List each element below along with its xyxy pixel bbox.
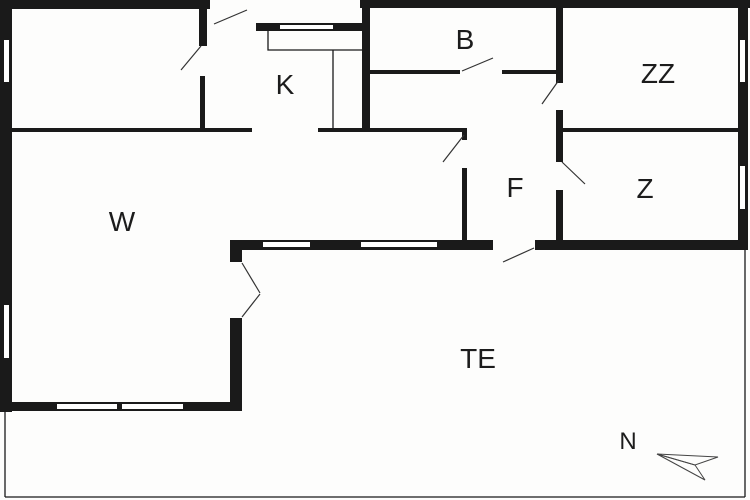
room-label-k: K <box>275 69 295 100</box>
windows <box>4 25 745 409</box>
room-label-b: B <box>455 24 475 55</box>
room-label-zz: ZZ <box>640 58 676 89</box>
compass-north-label: N <box>619 428 637 455</box>
compass-arrow-icon <box>656 453 719 481</box>
room-label-z: Z <box>636 173 654 204</box>
fixtures <box>4 31 746 498</box>
room-label-te: TE <box>460 343 496 374</box>
room-label-w: W <box>108 206 136 237</box>
door-swings <box>180 9 586 318</box>
room-label-f: F <box>506 172 524 203</box>
